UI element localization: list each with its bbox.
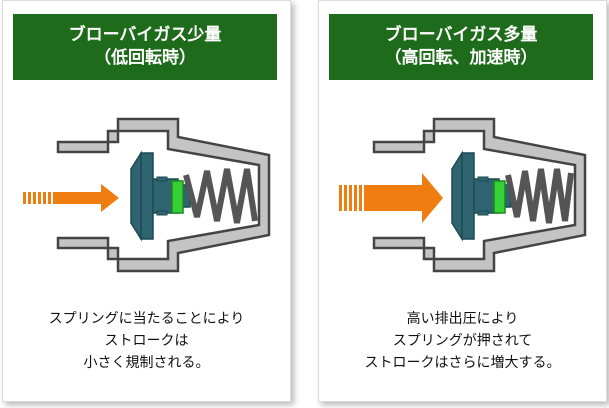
- valve-housing: [372, 117, 587, 273]
- header-subtitle: （高回転、加速時）: [384, 48, 538, 68]
- panel-header: ブローバイガス少量 （低回転時）: [13, 14, 277, 80]
- gas-flow-arrow: [339, 173, 443, 223]
- valve-housing: [56, 117, 271, 273]
- caption-line: 小さく規制される。: [83, 355, 210, 371]
- caption-line: ストロークは: [104, 333, 189, 349]
- panel-low-flow: ブローバイガス少量 （低回転時） スプリングに当たることにより ストロークは: [2, 0, 291, 402]
- valve-spring: [183, 168, 258, 224]
- header-subtitle: （低回転時）: [94, 48, 196, 68]
- caption-line: 高い排出圧により: [406, 311, 519, 327]
- header-title: ブローバイガス少量: [68, 25, 222, 45]
- header-title: ブローバイガス多量: [384, 25, 538, 45]
- caption-line: スプリングに当たることにより: [48, 311, 245, 327]
- valve-seat: [171, 180, 184, 214]
- gas-flow-arrow: [23, 184, 119, 212]
- valve-spring: [505, 168, 574, 224]
- panel-header: ブローバイガス多量 （高回転、加速時）: [329, 14, 593, 80]
- pcv-valve-diagram-low: [23, 117, 271, 273]
- caption-line: ストロークはさらに増大する。: [364, 355, 561, 371]
- caption: 高い排出圧により スプリングが押されて ストロークはさらに増大する。: [319, 308, 606, 374]
- pcv-valve-diagram-high: [339, 117, 587, 273]
- caption: スプリングに当たることにより ストロークは 小さく規制される。: [3, 308, 290, 374]
- panel-high-flow: ブローバイガス多量 （高回転、加速時） 高い排出圧により スプリングが押されて …: [318, 0, 607, 402]
- valve-seat: [493, 180, 506, 214]
- caption-line: スプリングが押されて: [392, 333, 533, 349]
